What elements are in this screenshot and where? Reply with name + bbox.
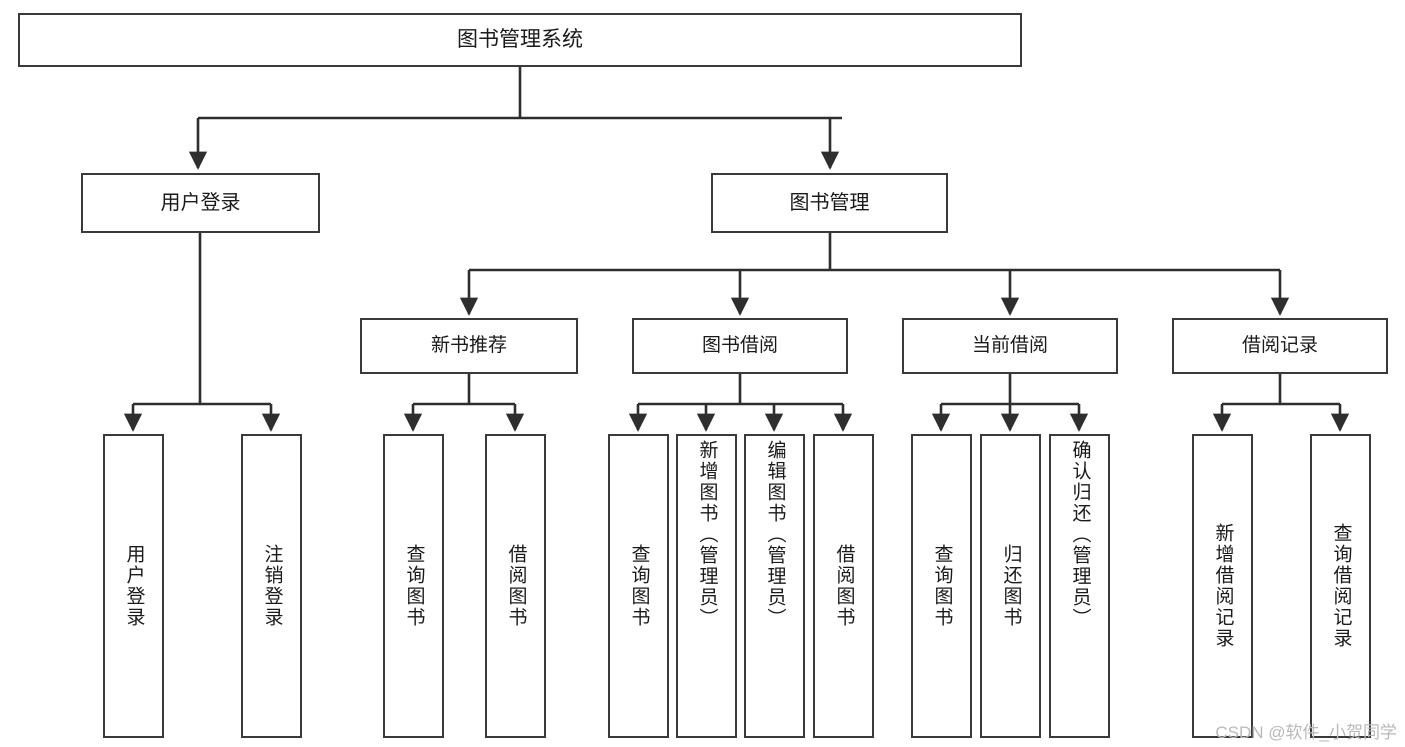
leaf-query-book-3[interactable]: 查询图书: [911, 434, 972, 738]
node-borrow-record-label: 借阅记录: [1241, 335, 1318, 357]
leaf-add-record-label: 新增借阅记录: [1212, 523, 1234, 649]
leaf-add-record[interactable]: 新增借阅记录: [1192, 434, 1253, 738]
node-user-login[interactable]: 用户登录: [81, 173, 320, 233]
leaf-borrow-book-1-label: 借阅图书: [505, 544, 527, 628]
node-book-borrow[interactable]: 图书借阅: [632, 318, 848, 374]
watermark-text: CSDN @软件_小贺同学: [1215, 723, 1397, 742]
node-root-label: 图书管理系统: [457, 27, 583, 51]
leaf-add-book[interactable]: 新增图书（管理员）: [676, 434, 737, 738]
leaf-logout-login[interactable]: 注销登录: [241, 434, 302, 738]
leaf-query-book-1-label: 查询图书: [403, 544, 425, 628]
leaf-query-record[interactable]: 查询借阅记录: [1310, 434, 1371, 738]
leaf-edit-book-label: 编辑图书（管理员）: [764, 440, 786, 629]
leaf-edit-book[interactable]: 编辑图书（管理员）: [744, 434, 805, 738]
node-new-book-recommend[interactable]: 新书推荐: [360, 318, 578, 374]
node-borrow-record[interactable]: 借阅记录: [1172, 318, 1388, 374]
leaf-user-login[interactable]: 用户登录: [103, 434, 164, 738]
leaf-return-book[interactable]: 归还图书: [980, 434, 1041, 738]
node-root[interactable]: 图书管理系统: [18, 13, 1022, 67]
node-current-borrow[interactable]: 当前借阅: [902, 318, 1118, 374]
leaf-query-book-2-label: 查询图书: [628, 544, 650, 628]
node-book-manage[interactable]: 图书管理: [711, 173, 948, 233]
node-book-manage-label: 图书管理: [789, 191, 870, 214]
leaf-return-book-label: 归还图书: [1000, 544, 1022, 628]
leaf-borrow-book-2[interactable]: 借阅图书: [813, 434, 874, 738]
leaf-borrow-book-1[interactable]: 借阅图书: [485, 434, 546, 738]
leaf-borrow-book-2-label: 借阅图书: [833, 544, 855, 628]
leaf-logout-login-label: 注销登录: [261, 544, 283, 628]
leaf-query-book-2[interactable]: 查询图书: [608, 434, 669, 738]
node-new-book-recommend-label: 新书推荐: [430, 335, 507, 357]
leaf-confirm-return-label: 确认归还（管理员）: [1069, 440, 1091, 629]
node-user-login-label: 用户登录: [160, 191, 241, 214]
leaf-user-login-label: 用户登录: [123, 544, 145, 628]
leaf-query-record-label: 查询借阅记录: [1330, 523, 1352, 649]
node-book-borrow-label: 图书借阅: [701, 335, 778, 357]
node-current-borrow-label: 当前借阅: [971, 335, 1048, 357]
leaf-add-book-label: 新增图书（管理员）: [696, 440, 718, 629]
leaf-query-book-3-label: 查询图书: [931, 544, 953, 628]
leaf-confirm-return[interactable]: 确认归还（管理员）: [1049, 434, 1110, 738]
leaf-query-book-1[interactable]: 查询图书: [383, 434, 444, 738]
